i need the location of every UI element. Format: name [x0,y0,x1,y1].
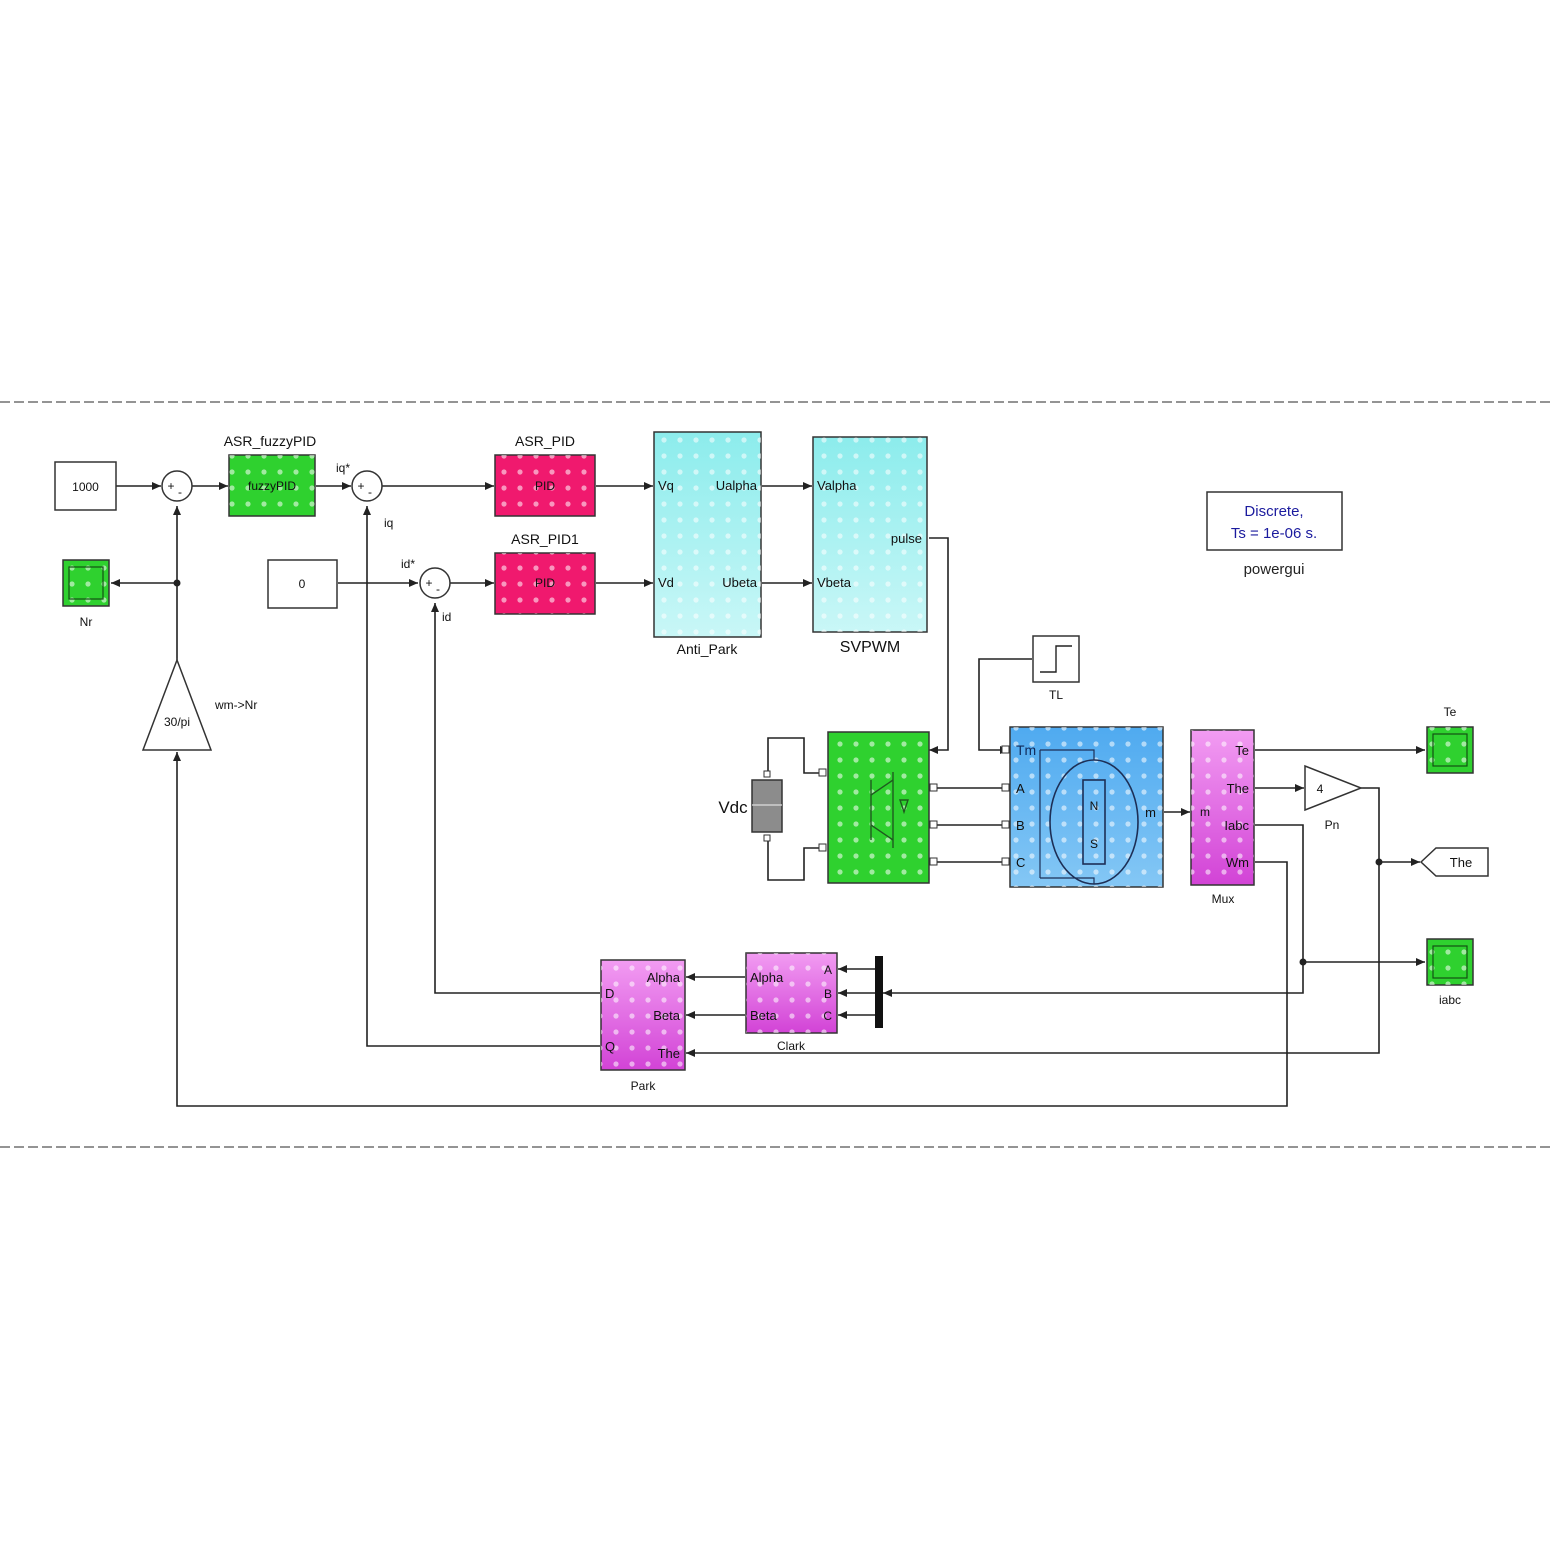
scope-iabc-label: iabc [1439,993,1461,1007]
inverter-block[interactable] [818,731,938,884]
powergui-line1: Discrete, [1244,503,1303,520]
asr-fuzzy-pid-inner-text: fuzzyPID [248,479,296,493]
anti-park-vd-port: Vd [658,575,674,590]
svpwm-block[interactable]: Valpha Vbeta pulse SVPWM [812,436,928,656]
mux-m-port: m [1200,805,1210,819]
park-d-port: D [605,986,614,1001]
iq-star-label: iq* [336,461,350,475]
motor-tm-port: Tm [1016,742,1036,758]
asr-fuzzy-pid-block[interactable]: ASR_fuzzyPID fuzzyPID [224,433,317,517]
park-alpha-port: Alpha [647,970,681,985]
clark-c-port: C [823,1009,832,1023]
motor-a-port: A [1016,781,1025,796]
powergui-label: powergui [1244,561,1305,578]
park-label: Park [631,1079,657,1093]
anti-park-ualpha-port: Ualpha [716,478,758,493]
mux-the-port: The [1227,781,1249,796]
clark-beta-port: Beta [750,1008,778,1023]
svpwm-vbeta-port: Vbeta [817,575,852,590]
id-star-label: id* [401,557,415,571]
clark-label: Clark [777,1039,806,1053]
constant-0-block[interactable]: 0 [267,559,338,609]
powergui-line2: Ts = 1e-06 s. [1231,525,1317,542]
asr-fuzzy-pid-label: ASR_fuzzyPID [224,433,317,449]
clark-alpha-port: Alpha [750,970,784,985]
step-icon [1040,645,1072,673]
pn-gain-block[interactable]: 4 Pn [1304,764,1364,832]
mux-bus-selector-block[interactable]: m Te The Iabc Wm Mux [1190,729,1255,906]
mux-label: Mux [1212,892,1235,906]
mux-wm-port: Wm [1226,855,1249,870]
motor-b-port: B [1016,818,1025,833]
id-label: id [442,610,451,624]
anti-park-label: Anti_Park [677,641,739,657]
asr-pid1-inner-text: PID [535,576,555,590]
constant-1000-block[interactable]: 1000 [54,461,117,511]
park-beta-port: Beta [653,1008,681,1023]
pn-gain-value: 4 [1317,782,1324,796]
asr-pid1-label: ASR_PID1 [511,531,579,547]
iq-label: iq [384,516,393,530]
sum-plus-sign: + [425,576,432,590]
asr-pid-block[interactable]: ASR_PID PID [494,433,596,517]
svpwm-label: SVPWM [840,639,900,656]
goto-the-label: The [1450,855,1472,870]
asr-pid1-block[interactable]: ASR_PID1 PID [494,531,596,615]
junction-dots [173,579,1383,966]
motor-icon: N S [1039,749,1139,885]
sum-speed-error[interactable]: + - [161,470,193,502]
igbt-icon [870,772,909,848]
sum-minus-sign: - [368,485,372,499]
scope-iabc-block[interactable]: iabc [1426,938,1474,1007]
motor-n-pole: N [1090,799,1099,813]
anti-park-ubeta-port: Ubeta [722,575,757,590]
asr-pid-label: ASR_PID [515,433,575,449]
motor-c-port: C [1016,855,1025,870]
powergui-block[interactable]: Discrete, Ts = 1e-06 s. powergui [1206,491,1343,578]
sum-plus-sign: + [167,479,174,493]
pn-label: Pn [1325,818,1340,832]
mux-te-port: Te [1235,743,1249,758]
scope-te-label: Te [1444,705,1457,719]
sum-minus-sign: - [178,485,182,499]
clark-transform-block[interactable]: A B C Alpha Beta Clark [745,952,838,1053]
motor-s-pole: S [1090,837,1098,851]
clark-a-port: A [824,963,832,977]
constant-0-value: 0 [299,577,306,591]
signal-lines [111,482,1425,1107]
goto-the-tag[interactable]: The [1419,847,1489,877]
park-transform-block[interactable]: D Q Alpha Beta The Park [600,959,686,1093]
park-q-port: Q [605,1039,615,1054]
scope-te-block[interactable]: Te [1426,705,1474,774]
park-the-port: The [658,1046,680,1061]
constant-1000-value: 1000 [72,480,99,494]
vdc-label: Vdc [718,798,748,817]
tl-label: TL [1049,688,1063,702]
nr-display-block[interactable]: Nr [62,559,110,629]
mux-iabc-port: Iabc [1224,818,1249,833]
svpwm-pulse-port: pulse [891,531,922,546]
wm-nr-label: wm->Nr [214,698,257,712]
asr-pid-inner-text: PID [535,479,555,493]
tl-step-block[interactable]: TL [1032,635,1080,702]
vdc-source-block[interactable]: Vdc [718,770,783,842]
gain-30-pi-block[interactable]: 30/pi wm->Nr [141,657,257,751]
clark-b-port: B [824,987,832,1001]
anti-park-vq-port: Vq [658,478,674,493]
sum-minus-sign: - [436,582,440,596]
pmsm-motor-block[interactable]: Tm A B C m N S [1001,726,1164,888]
anti-park-block[interactable]: Vq Vd Ualpha Ubeta Anti_Park [653,431,762,657]
svpwm-valpha-port: Valpha [817,478,857,493]
sum-id-error[interactable]: + - [419,567,451,599]
demux-block[interactable] [875,956,883,1028]
nr-label: Nr [80,615,93,629]
sum-iq-error[interactable]: + - [351,470,383,502]
gain-30-pi-value: 30/pi [164,715,190,729]
motor-m-port: m [1145,805,1156,820]
sum-plus-sign: + [357,479,364,493]
